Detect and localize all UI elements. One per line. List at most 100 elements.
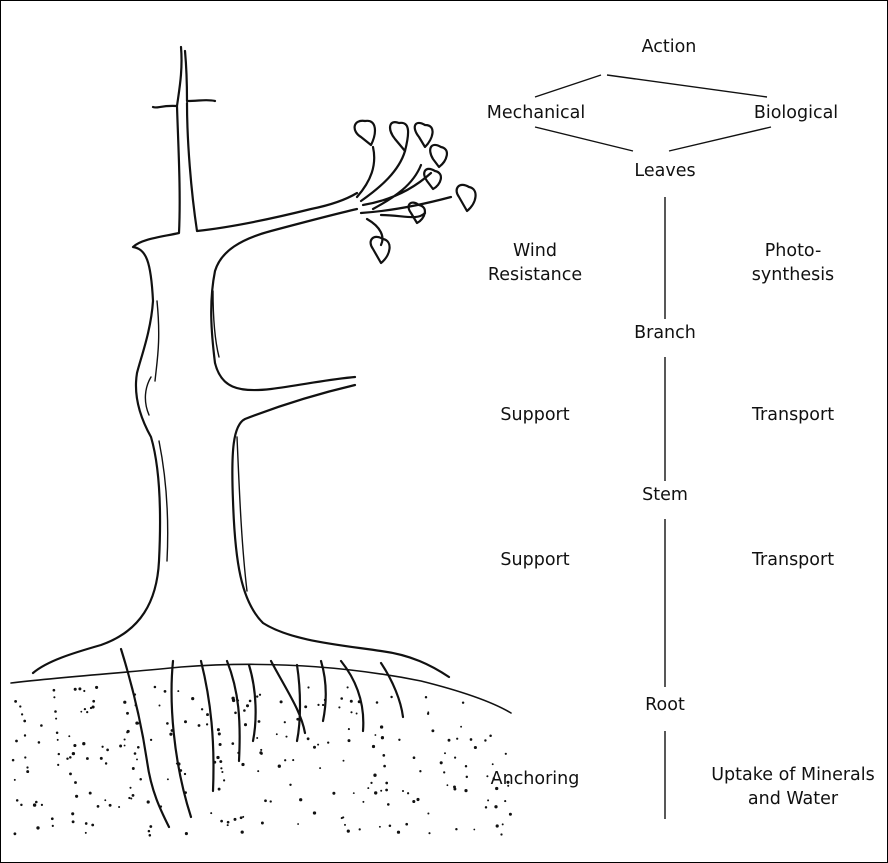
- leaves-mechanical: Wind Resistance: [465, 239, 605, 287]
- soil-dot: [456, 738, 458, 740]
- soil-dot: [446, 784, 448, 786]
- soil-dot: [284, 759, 286, 761]
- soil-dot: [338, 706, 340, 708]
- soil-dot: [83, 690, 85, 692]
- soil-dot: [57, 739, 59, 741]
- soil-dot: [139, 778, 142, 781]
- soil-dot: [74, 688, 77, 691]
- soil-dot: [234, 818, 237, 821]
- soil-dot: [33, 803, 36, 806]
- soil-dot: [55, 718, 57, 720]
- soil-dot: [474, 746, 477, 749]
- soil-dot: [383, 765, 386, 768]
- soil-dot: [484, 739, 486, 741]
- soil-dot: [38, 741, 41, 744]
- soil-dot: [347, 686, 349, 688]
- soil-dot: [106, 749, 109, 752]
- soil-dot: [340, 697, 343, 700]
- soil-dot: [137, 746, 140, 749]
- leaf: [415, 123, 433, 147]
- leaves-biological: Photo- synthesis: [723, 239, 863, 287]
- soil-dot: [184, 791, 187, 794]
- soil-dot: [296, 718, 299, 721]
- stem-biological: Transport: [723, 548, 863, 572]
- soil-dot: [373, 774, 376, 777]
- soil-dot: [425, 696, 427, 698]
- soil-dot: [134, 693, 136, 695]
- soil-dot: [129, 787, 131, 789]
- leaf: [457, 185, 476, 211]
- soil-dot: [380, 790, 382, 792]
- soil-dot: [23, 720, 26, 723]
- soil-dot: [257, 770, 259, 772]
- soil-dot: [297, 823, 299, 825]
- soil-dot: [19, 705, 21, 707]
- soil-dot: [58, 753, 60, 755]
- soil-dot: [84, 708, 86, 710]
- soil-dot: [217, 728, 220, 731]
- soil-dot: [350, 711, 352, 713]
- soil-dot: [427, 812, 429, 814]
- soil-dot: [509, 813, 512, 816]
- soil-dot: [289, 784, 291, 786]
- soil-dot: [128, 797, 130, 799]
- soil-dots: [12, 686, 512, 837]
- soil-dot: [284, 721, 286, 723]
- soil-dot: [179, 769, 182, 772]
- soil-dot: [164, 690, 167, 693]
- soil-dot: [332, 792, 335, 795]
- soil-dot: [184, 720, 187, 723]
- soil-dot: [234, 712, 237, 715]
- connector-action-mechanical: [535, 75, 601, 97]
- soil-dot: [132, 794, 135, 797]
- soil-dot: [54, 710, 57, 713]
- leaf: [371, 237, 390, 263]
- soil-dot: [90, 707, 92, 709]
- root-mechanical: Anchoring: [465, 767, 605, 791]
- connector-action-biological: [607, 75, 767, 97]
- soil-dot: [343, 760, 345, 762]
- soil-dot: [356, 713, 358, 715]
- soil-dot: [440, 761, 443, 764]
- soil-dot: [455, 828, 457, 830]
- soil-dot: [419, 770, 421, 772]
- soil-dot: [260, 752, 263, 755]
- part-leaves: Leaves: [615, 159, 715, 183]
- label-action: Action: [619, 35, 719, 59]
- root-biological-line: and Water: [703, 787, 883, 811]
- stem-mechanical: Support: [465, 548, 605, 572]
- soil-dot: [317, 704, 319, 706]
- soil-dot: [92, 700, 95, 703]
- soil-dot: [109, 804, 112, 807]
- soil-dot: [299, 798, 302, 801]
- soil-dot: [24, 756, 26, 758]
- soil-dot: [453, 788, 456, 791]
- soil-dot: [485, 806, 487, 808]
- connector-mechanical-leaves: [535, 127, 633, 151]
- soil-dot: [118, 806, 120, 808]
- soil-dot: [223, 779, 225, 781]
- soil-dot: [261, 822, 264, 825]
- soil-dot: [494, 805, 497, 808]
- soil-dot: [390, 696, 392, 698]
- soil-dot: [307, 737, 310, 740]
- soil-dot: [86, 711, 88, 713]
- soil-dot: [51, 817, 54, 820]
- soil-dot: [502, 823, 504, 825]
- soil-dot: [80, 711, 82, 713]
- soil-dot: [12, 759, 15, 762]
- soil-dot: [270, 800, 272, 802]
- soil-dot: [119, 745, 122, 748]
- soil-dot: [24, 734, 26, 736]
- soil-dot: [227, 824, 229, 826]
- soil-dot: [359, 828, 361, 830]
- soil-dot: [206, 723, 208, 725]
- soil-dot: [402, 790, 404, 792]
- soil-dot: [505, 753, 507, 755]
- soil-dot: [376, 701, 379, 704]
- soil-dot: [14, 700, 17, 703]
- soil-dot: [412, 800, 415, 803]
- soil-dot: [322, 704, 324, 706]
- soil-dot: [413, 756, 416, 759]
